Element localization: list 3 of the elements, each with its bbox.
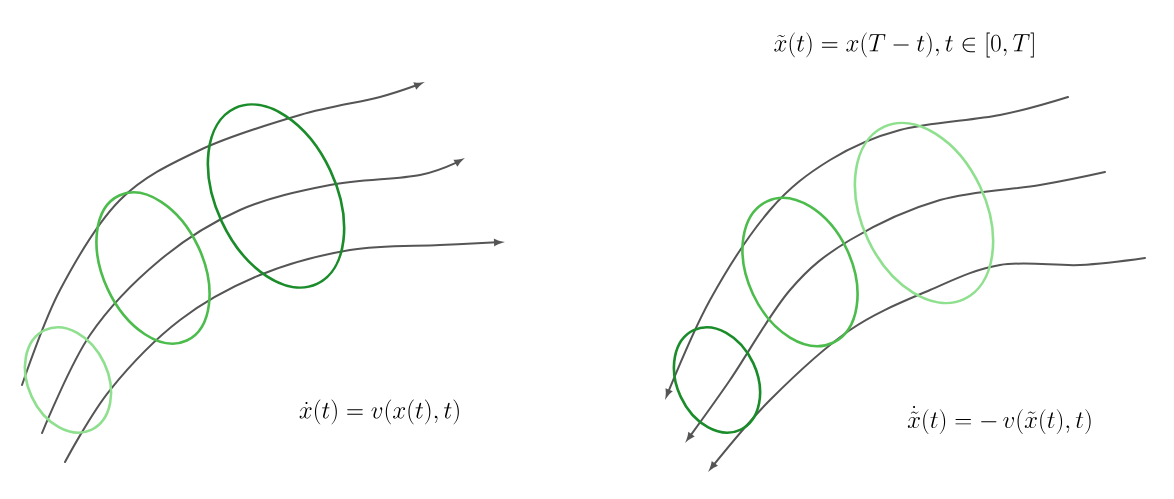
equation: $\dot{\tilde{x}}(t) = -\,v(\tilde{x}(t),t)$	[907, 405, 1091, 435]
equation: $\dot{x}(t) = v(x(t),t)$	[299, 399, 459, 425]
equation: $\tilde{x}(t) = x(T-t), t \in [0,T]$	[774, 32, 1034, 58]
